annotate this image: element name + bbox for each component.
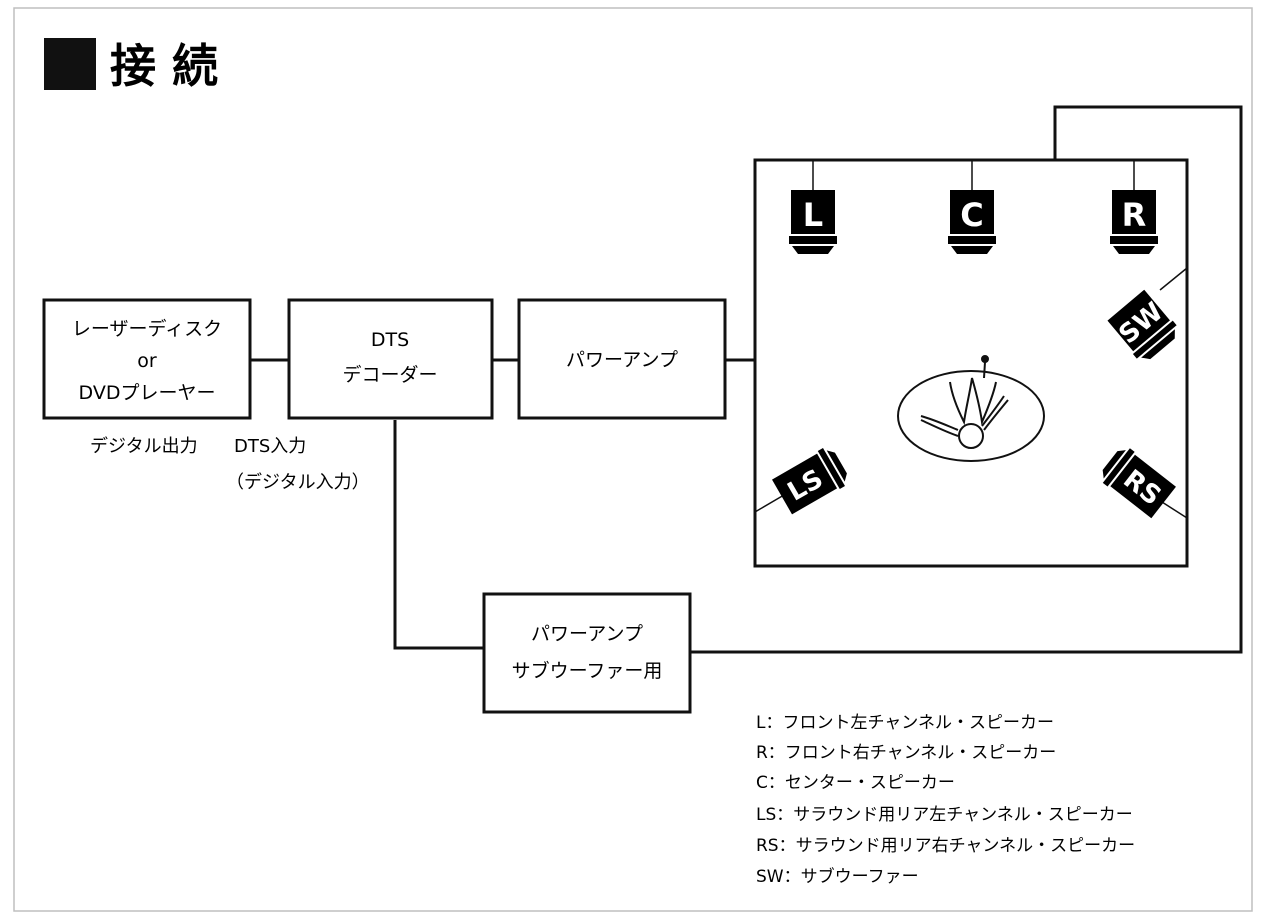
connection-lines (250, 105, 1243, 654)
speaker-L-label: L (803, 196, 823, 234)
amp-label: パワーアンプ (566, 349, 678, 371)
title-square-icon (44, 38, 96, 90)
sub-amp-label-1: パワーアンプ (531, 623, 643, 645)
listening-room (753, 158, 1189, 568)
legend-item-LS: LS：サラウンド用リア左チャンネル・スピーカー (756, 805, 1133, 825)
listener-icon (897, 355, 1045, 462)
speaker-R: R (1110, 190, 1158, 254)
decoder-box: DTS デコーダー (287, 298, 494, 420)
player-label-2: or (137, 350, 157, 372)
decoder-label-2: デコーダー (342, 364, 437, 386)
legend-item-RS: RS：サラウンド用リア右チャンネル・スピーカー (756, 836, 1135, 856)
amp-box: パワーアンプ (517, 298, 727, 420)
legend-item-L: L：フロント左チャンネル・スピーカー (756, 713, 1054, 733)
speaker-LS: LS (772, 447, 847, 515)
speaker-C-label: C (960, 196, 983, 234)
player-label-1: レーザーディスク (72, 318, 222, 340)
legend-item-C: C：センター・スピーカー (756, 773, 955, 793)
sub-amp-label-2: サブウーファー用 (512, 659, 663, 682)
speaker-RS: RS (1102, 448, 1176, 519)
page-title: 接 続 (110, 39, 218, 93)
legend-item-SW: SW：サブウーファー (756, 866, 919, 887)
dts-in-label: DTS入力 (234, 436, 306, 457)
speaker-L: L (789, 190, 837, 254)
speaker-R-label: R (1122, 196, 1147, 234)
legend: L：フロント左チャンネル・スピーカー R：フロント右チャンネル・スピーカー C：… (756, 713, 1135, 887)
digital-out-label: デジタル出力 (90, 436, 198, 457)
dts-in-sub-label: （デジタル入力） (226, 472, 370, 493)
player-box: レーザーディスク or DVDプレーヤー (42, 298, 252, 420)
speaker-SW: SW (1107, 289, 1177, 360)
speaker-wires (754, 160, 1188, 519)
player-label-3: DVDプレーヤー (79, 382, 216, 404)
sub-amp-box: パワーアンプ サブウーファー用 (482, 592, 692, 714)
line-subamp-sw (690, 105, 1243, 654)
legend-item-R: R：フロント右チャンネル・スピーカー (756, 743, 1056, 763)
decoder-label-1: DTS (371, 329, 409, 351)
line-decoder-subamp (393, 420, 484, 650)
speaker-C: C (948, 190, 996, 254)
page-frame (13, 7, 1253, 912)
